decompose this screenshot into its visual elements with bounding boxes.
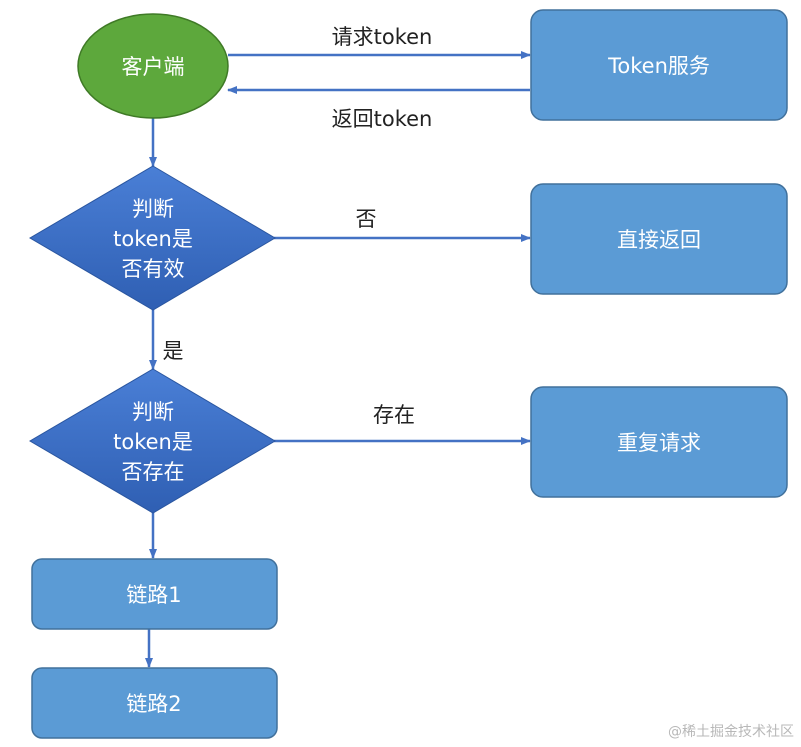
repeat-request-box: [530, 386, 788, 498]
edge-label-return-token: 返回token: [332, 107, 433, 131]
token-service-box: [530, 9, 788, 121]
link1-box: [31, 558, 278, 630]
link1-label: 链路1: [126, 583, 181, 607]
node-check-valid: 判断 token是 否有效: [29, 165, 276, 311]
link2-label: 链路2: [126, 692, 181, 716]
direct-return-label: 直接返回: [617, 228, 701, 252]
node-check-exists: 判断 token是 否存在: [29, 368, 276, 514]
watermark: @稀土掘金技术社区: [668, 724, 794, 740]
client-ellipse: [77, 13, 229, 119]
check-valid-line-2: token是: [113, 227, 193, 251]
edge-label-exists: 存在: [373, 403, 415, 427]
check-exists-line-3: 否存在: [122, 460, 185, 484]
repeat-request-label: 重复请求: [617, 431, 701, 455]
node-repeat-request: 重复请求: [530, 386, 788, 498]
check-valid-line-1: 判断: [132, 197, 174, 221]
node-token-service: Token服务: [530, 9, 788, 121]
edge-label-request-token: 请求token: [332, 25, 433, 49]
edge-label-yes: 是: [163, 339, 184, 363]
check-exists-line-1: 判断: [132, 400, 174, 424]
token-service-label: Token服务: [607, 54, 710, 78]
edges: [145, 51, 531, 668]
client-label: 客户端: [122, 55, 185, 79]
node-link2: 链路2: [31, 667, 278, 739]
node-client: 客户端: [77, 13, 229, 119]
direct-return-box: [530, 183, 788, 295]
check-exists-line-2: token是: [113, 430, 193, 454]
node-direct-return: 直接返回: [530, 183, 788, 295]
check-valid-diamond: [29, 165, 276, 311]
check-exists-diamond: [29, 368, 276, 514]
link2-box: [31, 667, 278, 739]
node-link1: 链路1: [31, 558, 278, 630]
edge-label-no: 否: [356, 207, 377, 231]
check-valid-line-3: 否有效: [122, 257, 185, 281]
